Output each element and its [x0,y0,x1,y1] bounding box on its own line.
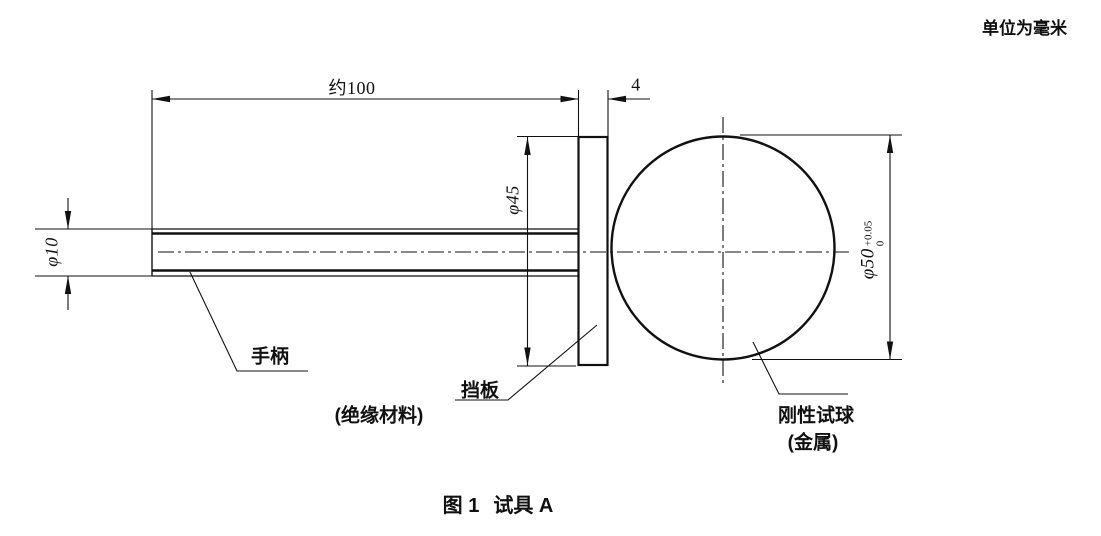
tolerance-lower: 0 [874,240,887,247]
centerlines [158,117,852,386]
dim-text-length: 约100 [328,78,376,98]
dim-ball-diameter-50 [740,134,902,361]
leader-handle [189,271,308,372]
handle-rod [151,228,578,277]
units-note: 单位为毫米 [982,19,1067,38]
dim-text-plate-diameter: φ45 [502,185,523,215]
label-baffle: 挡板 [460,380,500,402]
label-ball-material: (金属) [787,432,839,454]
figure-caption-title: 试具 A [493,495,554,517]
figure-caption-number: 图 1 [442,495,480,517]
label-handle: 手柄 [250,346,290,368]
dim-length-100 [151,90,580,229]
leader-ball [752,341,848,395]
dim-text-thickness: 4 [631,74,641,95]
label-ball: 刚性试球 [777,405,855,427]
baffle-plate [577,135,609,367]
dim-handle-diameter-10 [35,198,152,310]
dim-thickness-4 [607,90,650,137]
label-handle-material: (绝缘材料) [334,405,424,427]
figure-caption: 图 1 试具 A [398,489,598,518]
dim-plate-diameter-45 [517,135,578,367]
dim-text-handle-diameter: φ10 [41,237,62,267]
tolerance-upper: +0.05 [862,220,875,247]
leader-baffle [455,324,598,401]
ball-diameter-value: φ50 [857,248,879,280]
test-ball [610,135,836,361]
